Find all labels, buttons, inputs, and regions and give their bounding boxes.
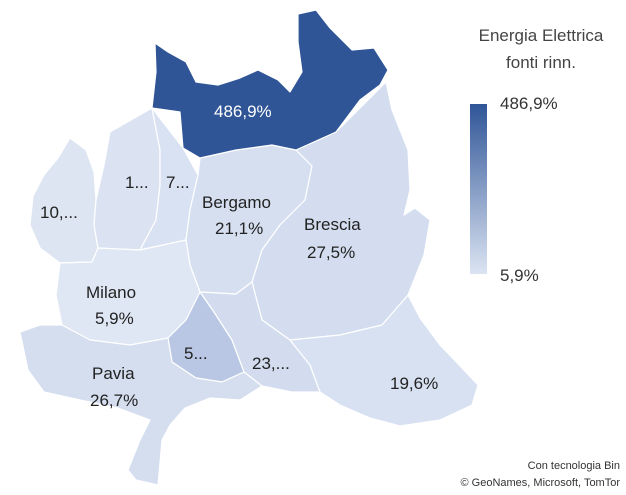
region-label-mantova-value: 19,6%: [390, 374, 439, 393]
legend-min-label: 5,9%: [500, 266, 539, 285]
legend-title-line2: fonti rinn.: [506, 53, 576, 72]
map-attribution: Con tecnologia Bin © GeoNames, Microsoft…: [461, 458, 621, 492]
region-label-milano-name: Milano: [86, 283, 137, 302]
region-label-brescia-value: 27,5%: [307, 243, 356, 262]
region-sondrio[interactable]: [151, 9, 389, 159]
region-mantova[interactable]: [289, 294, 479, 427]
region-label-pavia-name: Pavia: [92, 364, 135, 383]
attribution-line1: Con tecnologia Bin: [527, 460, 620, 472]
region-label-cremona-value: 23,...: [252, 354, 290, 373]
legend-title: Energia Elettrica fonti rinn.: [455, 22, 626, 76]
region-label-sondrio-value: 486,9%: [214, 102, 272, 121]
region-label-pavia-value: 26,7%: [90, 391, 139, 410]
region-label-lodi-value: 5...: [184, 344, 208, 363]
region-label-bergamo-value: 21,1%: [215, 219, 264, 238]
region-varese[interactable]: [29, 137, 99, 264]
region-pavia[interactable]: [19, 324, 263, 486]
attribution-line2: © GeoNames, Microsoft, TomTor: [460, 477, 621, 489]
legend-title-line1: Energia Elettrica: [478, 26, 604, 45]
legend-color-scale: [470, 104, 487, 274]
region-label-bergamo-name: Bergamo: [202, 193, 271, 212]
region-label-varese-value: 10,...: [40, 203, 78, 222]
legend-max-label: 486,9%: [500, 94, 558, 113]
region-label-milano-value: 5,9%: [95, 309, 134, 328]
region-label-como-value: 1...: [125, 173, 149, 192]
region-label-brescia-name: Brescia: [304, 215, 361, 234]
region-label-lecco-value: 7...: [166, 173, 190, 192]
